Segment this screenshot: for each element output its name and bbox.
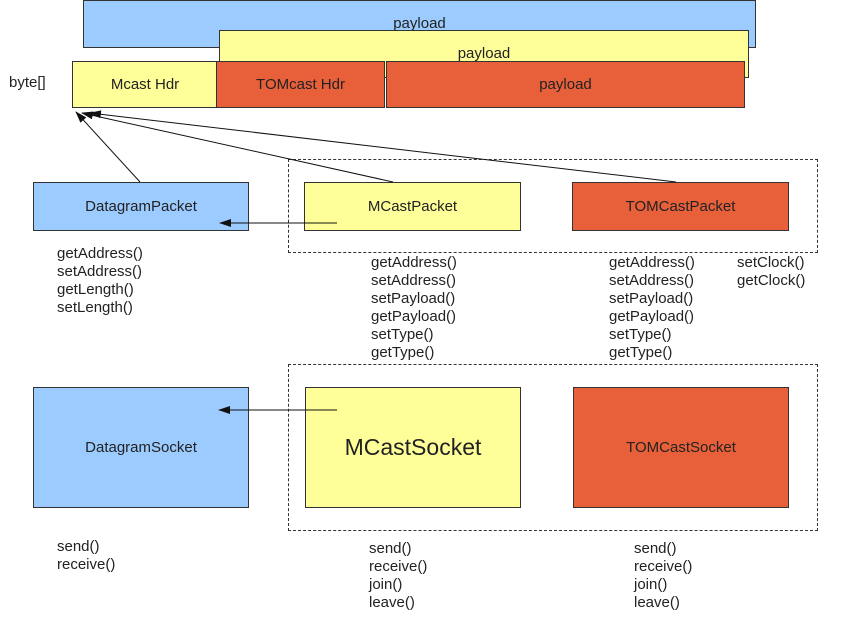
mid-payload-label: payload bbox=[457, 45, 511, 62]
method-item: send() bbox=[634, 540, 677, 557]
method-item: setType() bbox=[609, 326, 672, 343]
datagram-packet-methods: getAddress() setAddress() getLength() se… bbox=[57, 245, 143, 317]
method-item: setType() bbox=[371, 326, 434, 343]
method-item: receive() bbox=[57, 556, 116, 573]
bottom-payload-label: payload bbox=[539, 76, 592, 93]
method-item: leave() bbox=[634, 594, 680, 611]
bottom-payload-segment: payload bbox=[386, 61, 745, 108]
mcast-socket-label: MCastSocket bbox=[344, 434, 482, 460]
datagram-socket-methods: send() receive() bbox=[57, 538, 115, 574]
method-item: getAddress() bbox=[371, 254, 457, 271]
method-item: setAddress() bbox=[57, 263, 143, 280]
method-item: setAddress() bbox=[609, 272, 695, 289]
method-item: receive() bbox=[369, 558, 428, 575]
tomcast-packet-methods: getAddress() setAddress() setPayload() g… bbox=[609, 254, 695, 362]
method-item: setAddress() bbox=[371, 272, 457, 289]
datagram-packet-to-byte-array-arrow bbox=[75, 111, 141, 183]
method-item: receive() bbox=[634, 558, 693, 575]
mcast-socket-methods: send() receive() join() leave() bbox=[369, 540, 427, 612]
datagram-socket-box: DatagramSocket bbox=[33, 387, 249, 508]
mcast-header-segment: Mcast Hdr bbox=[72, 61, 218, 108]
method-item: setPayload() bbox=[609, 290, 694, 307]
datagram-packet-box: DatagramPacket bbox=[33, 182, 249, 231]
method-item: getType() bbox=[609, 344, 673, 361]
method-item: leave() bbox=[369, 594, 415, 611]
method-item: getPayload() bbox=[609, 308, 695, 325]
socket-subclass-group bbox=[288, 364, 818, 531]
datagram-packet-label: DatagramPacket bbox=[85, 198, 197, 215]
tomcast-socket-box: TOMCastSocket bbox=[573, 387, 789, 508]
mcast-packet-box: MCastPacket bbox=[304, 182, 521, 231]
mcast-packet-label: MCastPacket bbox=[367, 198, 458, 215]
method-item: getType() bbox=[371, 344, 435, 361]
datagram-socket-label: DatagramSocket bbox=[85, 439, 197, 456]
mcast-socket-box: MCastSocket bbox=[305, 387, 521, 508]
method-item: getAddress() bbox=[609, 254, 695, 271]
tomcast-header-label: TOMcast Hdr bbox=[256, 76, 345, 93]
tomcast-packet-extra-methods: setClock() getClock() bbox=[737, 254, 805, 290]
method-item: send() bbox=[57, 538, 100, 555]
top-payload-label: payload bbox=[393, 15, 446, 32]
method-item: getAddress() bbox=[57, 245, 143, 262]
method-item: setPayload() bbox=[371, 290, 456, 307]
tomcast-socket-methods: send() receive() join() leave() bbox=[634, 540, 692, 612]
mcast-packet-methods: getAddress() setAddress() setPayload() g… bbox=[371, 254, 457, 362]
tomcast-packet-box: TOMCastPacket bbox=[572, 182, 789, 231]
mcast-header-label: Mcast Hdr bbox=[110, 76, 180, 93]
byte-array-label: byte[] bbox=[9, 74, 46, 91]
tomcast-socket-label: TOMCastSocket bbox=[626, 439, 736, 456]
method-item: join() bbox=[634, 576, 668, 593]
method-item: setLength() bbox=[57, 299, 133, 316]
method-item: getClock() bbox=[737, 272, 806, 289]
method-item: getLength() bbox=[57, 281, 134, 298]
method-item: setClock() bbox=[737, 254, 805, 271]
tomcast-packet-label: TOMCastPacket bbox=[625, 198, 736, 215]
method-item: getPayload() bbox=[371, 308, 457, 325]
method-item: join() bbox=[369, 576, 403, 593]
method-item: send() bbox=[369, 540, 412, 557]
tomcast-header-segment: TOMcast Hdr bbox=[216, 61, 385, 108]
